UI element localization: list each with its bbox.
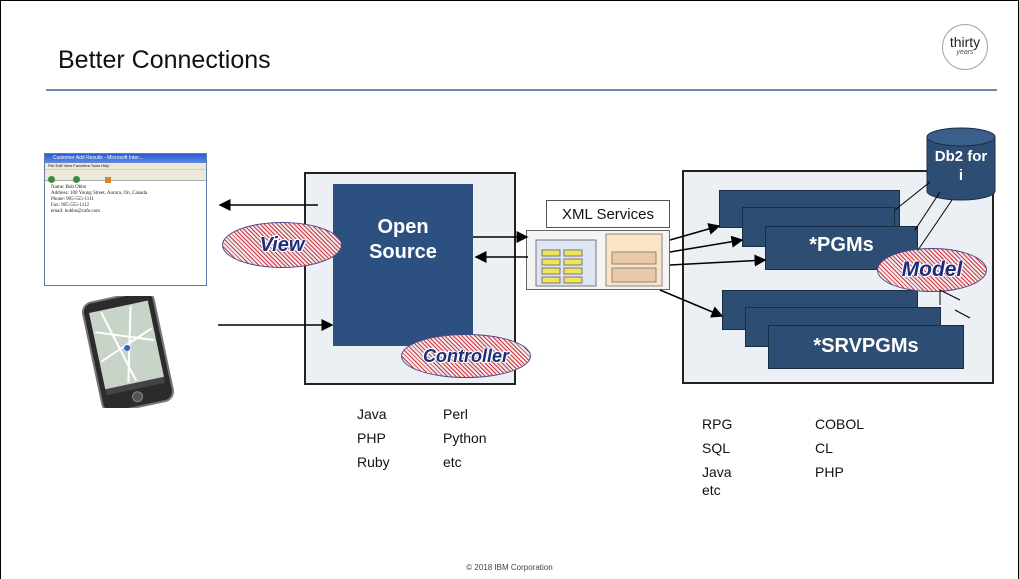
language-item: Ruby — [357, 454, 390, 470]
content-line: Address: 100 Young Street, Aurora, On, C… — [51, 191, 148, 196]
browser-titlebar: Customer Add Results - Microsoft Inter..… — [45, 154, 206, 163]
ibmi-languages-col1: RPG SQL Java etc — [702, 412, 732, 502]
title-rule — [46, 89, 997, 91]
language-item: etc — [443, 454, 462, 470]
arrow-to-pgm-2 — [669, 235, 744, 253]
browser-menu: File Edit View Favorites Tools Help — [48, 163, 110, 168]
open-source-label-line1: Open — [377, 216, 429, 238]
browser-title: Customer Add Results - Microsoft Inter..… — [53, 155, 143, 161]
open-source-label-line2: Source — [369, 241, 437, 263]
srvpgms-label: *SRVPGMs — [813, 335, 919, 357]
language-item: PHP — [357, 430, 386, 446]
arrow-to-pgm-1 — [669, 223, 721, 241]
thirty-years-logo: thirty years — [942, 24, 988, 70]
content-line: Fax: 905-555-1112 — [51, 203, 90, 208]
copyright-footer: © 2018 IBM Corporation — [466, 563, 553, 572]
arrow-to-pgm-3 — [669, 254, 767, 267]
browser-menubar: File Edit View Favorites Tools Help — [45, 163, 206, 170]
db2-label-line2: i — [958, 167, 964, 184]
language-item: Perl — [443, 406, 468, 422]
controller-label: Controller — [422, 345, 509, 366]
pgms-label: *PGMs — [809, 234, 874, 256]
db2-database: Db2 for i — [926, 127, 996, 201]
xml-services-label: XML Services — [546, 200, 670, 228]
language-item: COBOL — [815, 416, 865, 432]
model-spoke-1 — [939, 289, 961, 301]
language-item: PHP — [815, 464, 844, 480]
controller-oval: Controller — [401, 334, 531, 378]
language-item: etc — [702, 482, 721, 498]
home-icon — [104, 177, 111, 183]
back-icon — [48, 176, 55, 183]
forward-icon — [73, 176, 81, 183]
arrow-to-srvpgm — [659, 289, 724, 318]
xml-services-diagram — [526, 230, 670, 290]
pgm-to-db-3 — [917, 199, 953, 251]
language-item: RPG — [702, 416, 733, 432]
open-source-box — [333, 184, 473, 346]
pgm-to-db-2 — [914, 191, 941, 231]
browser-navbar — [45, 170, 206, 183]
logo-subword: years — [956, 49, 974, 56]
browser-content: Name: Bob Obbo Address: 100 Young Street… — [45, 181, 206, 219]
slide-title: Better Connections — [58, 46, 271, 74]
view-label: View — [259, 233, 305, 256]
smartphone-image — [81, 296, 174, 408]
content-line: Phone: 905-555-1111 — [51, 197, 94, 202]
language-item: Java — [702, 464, 732, 480]
browser-window: Customer Add Results - Microsoft Inter..… — [44, 153, 207, 286]
open-source-languages-col2: Perl Python etc — [443, 402, 487, 474]
logo-word: thirty — [949, 34, 981, 50]
db2-label-line1: Db2 for — [934, 148, 988, 165]
language-item: CL — [815, 440, 833, 456]
model-spoke-3 — [954, 309, 971, 319]
model-label: Model — [901, 258, 963, 281]
srvpgm-box-front — [768, 325, 964, 369]
language-item: Python — [443, 430, 487, 446]
ibmi-languages-col2: COBOL CL PHP — [815, 412, 864, 484]
content-line: Name: Bob Obbo — [51, 185, 87, 190]
content-line: email: bobbo@cafe.com — [51, 209, 101, 214]
model-oval: Model — [877, 248, 987, 292]
database-icon — [926, 127, 996, 201]
view-oval: View — [222, 222, 342, 268]
language-item: Java — [357, 406, 387, 422]
open-source-languages-col1: Java PHP Ruby — [357, 402, 390, 474]
pgm-to-db-1 — [894, 181, 931, 211]
language-item: SQL — [702, 440, 731, 456]
